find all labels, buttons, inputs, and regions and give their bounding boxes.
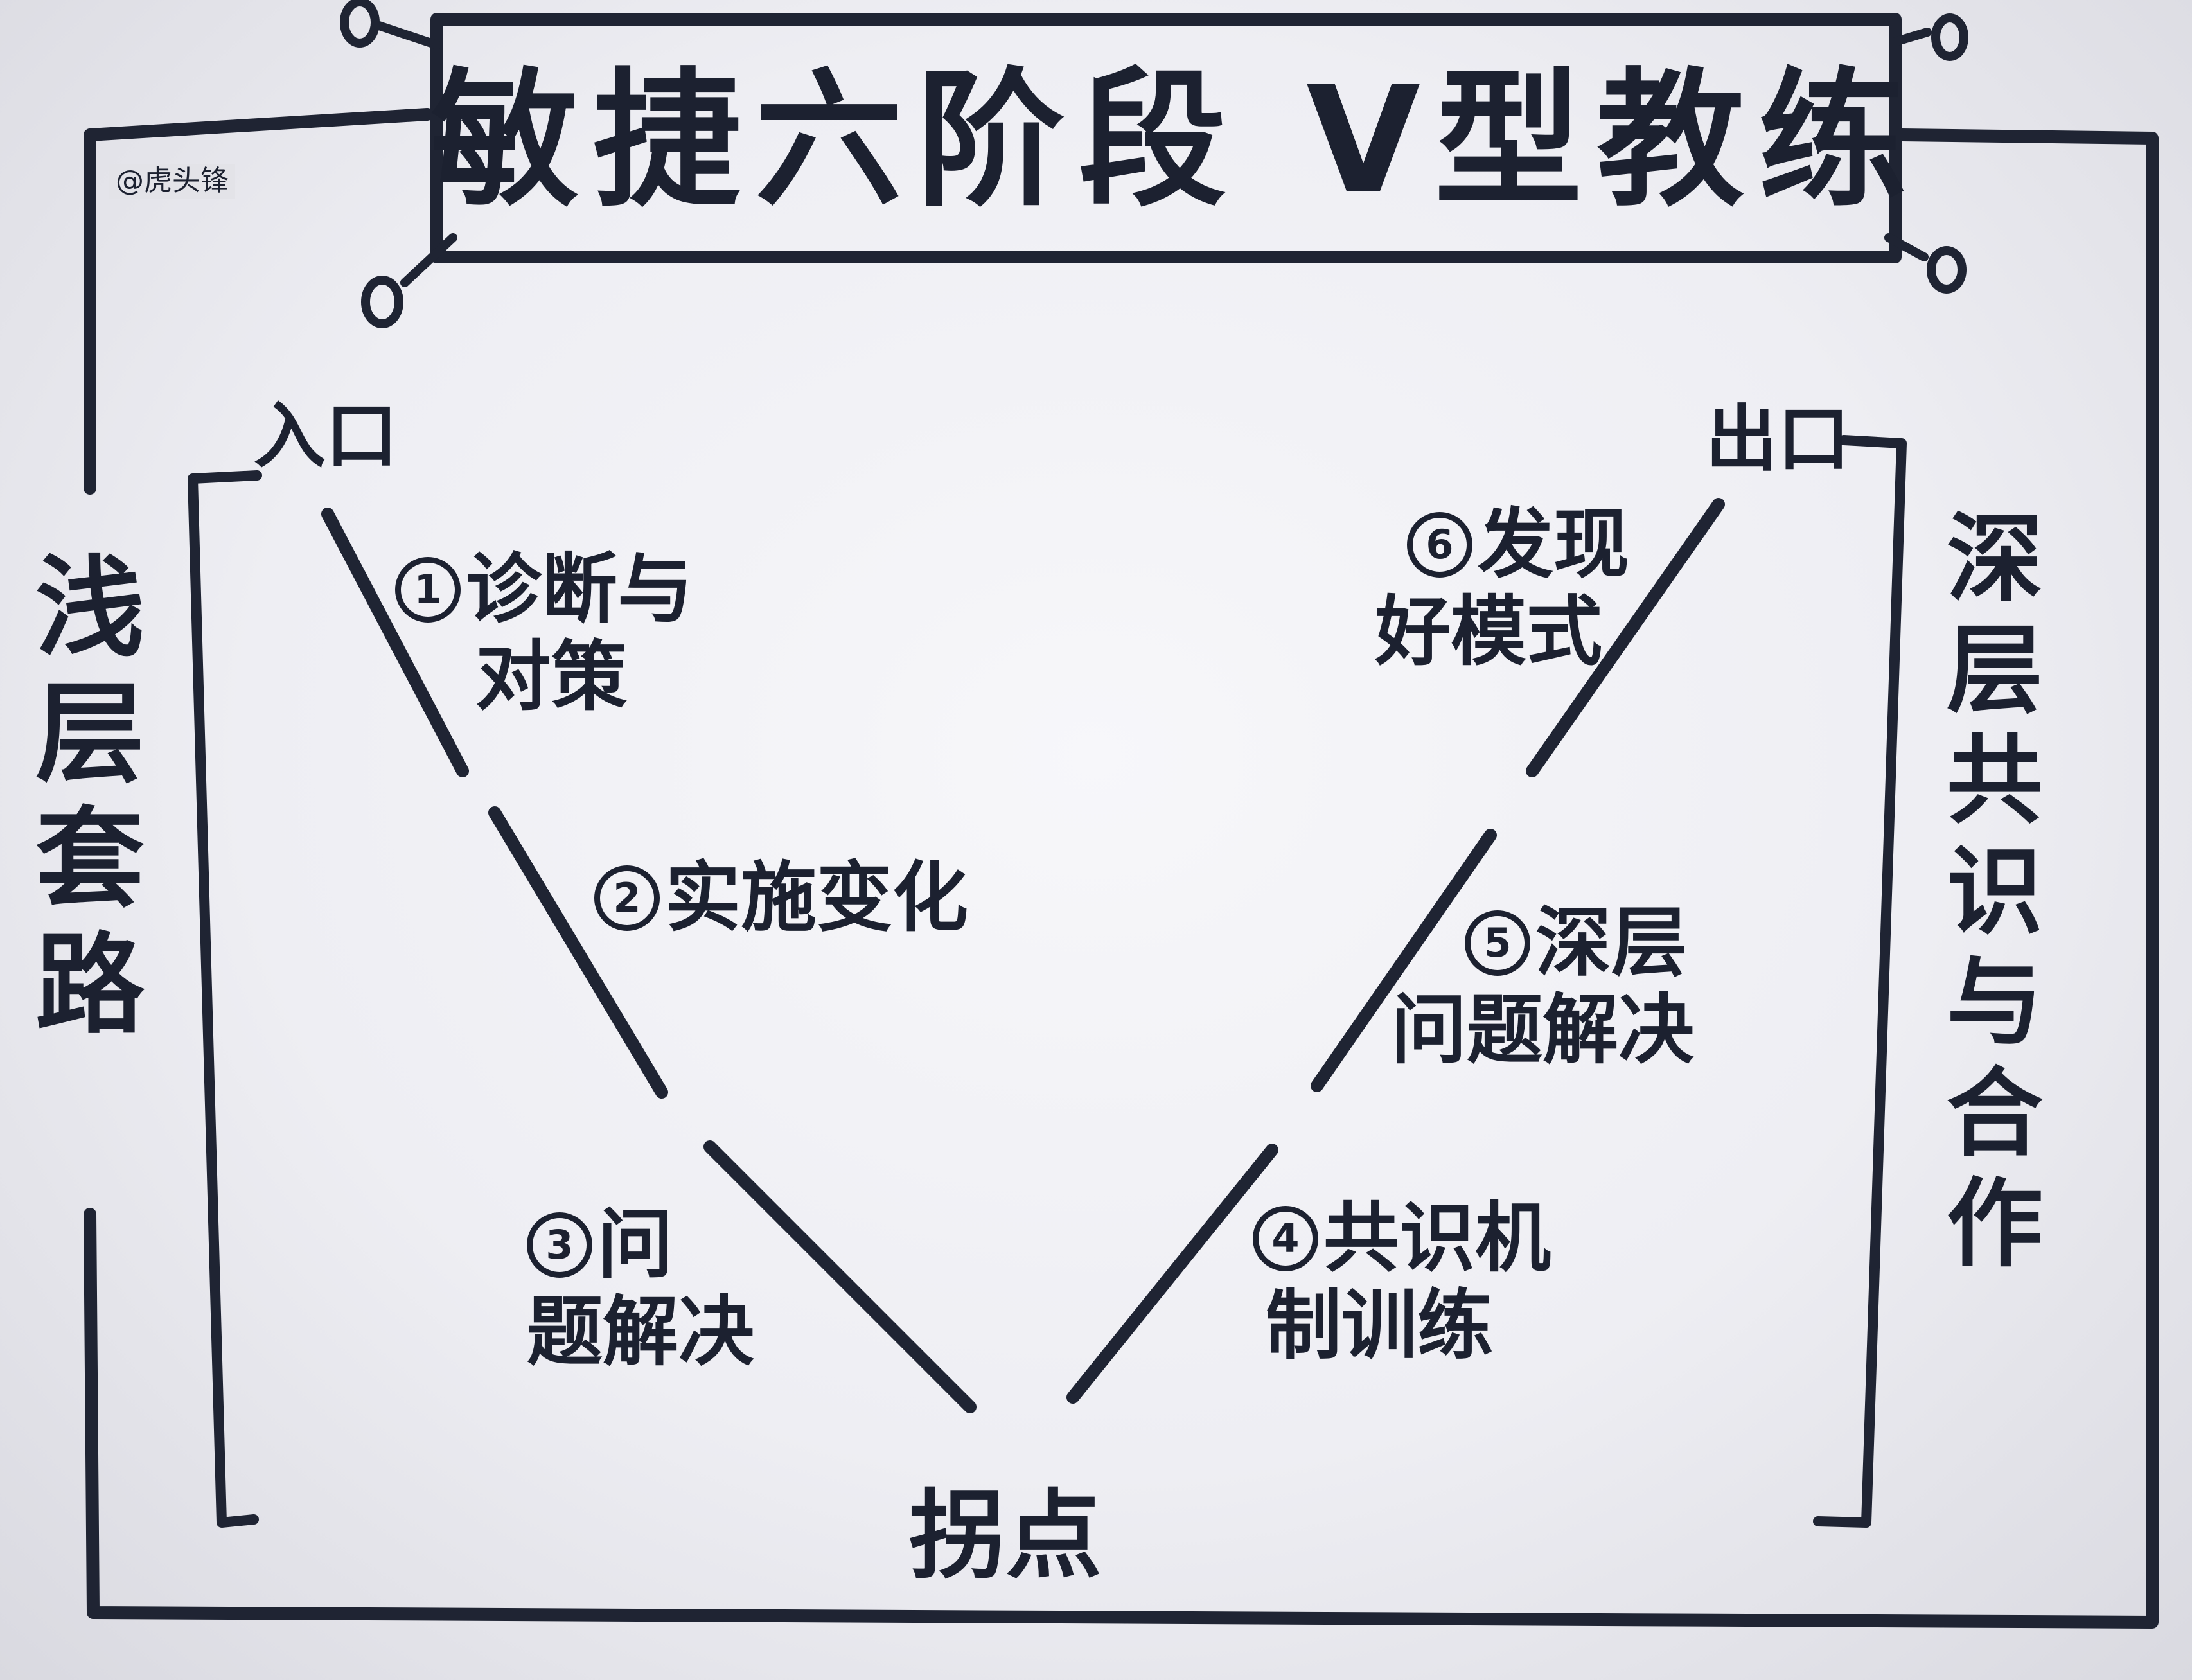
right-bracket bbox=[1813, 435, 1907, 1528]
exit-label: 出口 bbox=[1706, 398, 1850, 481]
right-side-char: 识 bbox=[1946, 836, 2043, 948]
left-side-label: 浅 层 套 路 bbox=[26, 545, 154, 1049]
step-number-badge: 5 bbox=[1465, 910, 1530, 976]
outer-frame bbox=[84, 108, 2159, 1629]
v-left-arm bbox=[321, 508, 977, 1413]
step-text: 对策 bbox=[475, 632, 628, 721]
right-side-char: 共 bbox=[1946, 725, 2043, 837]
step-text: 共识机 bbox=[1323, 1194, 1551, 1282]
step-text: 问 bbox=[597, 1200, 674, 1289]
step-text: 好模式 bbox=[1375, 587, 1603, 676]
step-number-badge: 3 bbox=[527, 1212, 592, 1278]
left-side-char: 路 bbox=[35, 921, 145, 1049]
step-number-badge: 4 bbox=[1253, 1205, 1318, 1271]
left-side-char: 层 bbox=[35, 670, 145, 798]
right-side-label: 深 层 共 识 与 合 作 bbox=[1931, 504, 2059, 1280]
step-text: 题解决 bbox=[527, 1287, 755, 1376]
title-box-pins bbox=[340, 0, 1968, 328]
page-title: 敏捷六阶段 V型教练 bbox=[430, 55, 1921, 227]
step-text: 制训练 bbox=[1266, 1280, 1494, 1370]
step-number-badge: 6 bbox=[1407, 511, 1472, 578]
left-side-char: 浅 bbox=[35, 545, 145, 672]
step-text: 问题解决 bbox=[1391, 985, 1695, 1074]
right-side-char: 层 bbox=[1946, 614, 2043, 727]
pivot-label: 拐点 bbox=[909, 1480, 1102, 1592]
left-bracket bbox=[188, 470, 262, 1528]
right-side-char: 与 bbox=[1946, 947, 2043, 1059]
entry-label: 入口 bbox=[254, 394, 398, 478]
title-box bbox=[430, 13, 1902, 263]
step-number-badge: 2 bbox=[594, 865, 660, 931]
step-text: 深层 bbox=[1535, 898, 1688, 987]
right-side-char: 作 bbox=[1946, 1169, 2043, 1280]
right-side-char: 合 bbox=[1946, 1057, 2043, 1170]
v-right-arm bbox=[1066, 498, 1725, 1404]
step-text: 诊断与 bbox=[466, 545, 694, 633]
step-number-badge: 1 bbox=[395, 556, 461, 623]
author-watermark: @虎头锋 bbox=[109, 164, 235, 199]
step-text: 发现 bbox=[1478, 500, 1630, 588]
left-side-char: 套 bbox=[35, 796, 145, 923]
step-text: 实施变化 bbox=[665, 853, 969, 942]
right-side-char: 深 bbox=[1946, 504, 2043, 615]
